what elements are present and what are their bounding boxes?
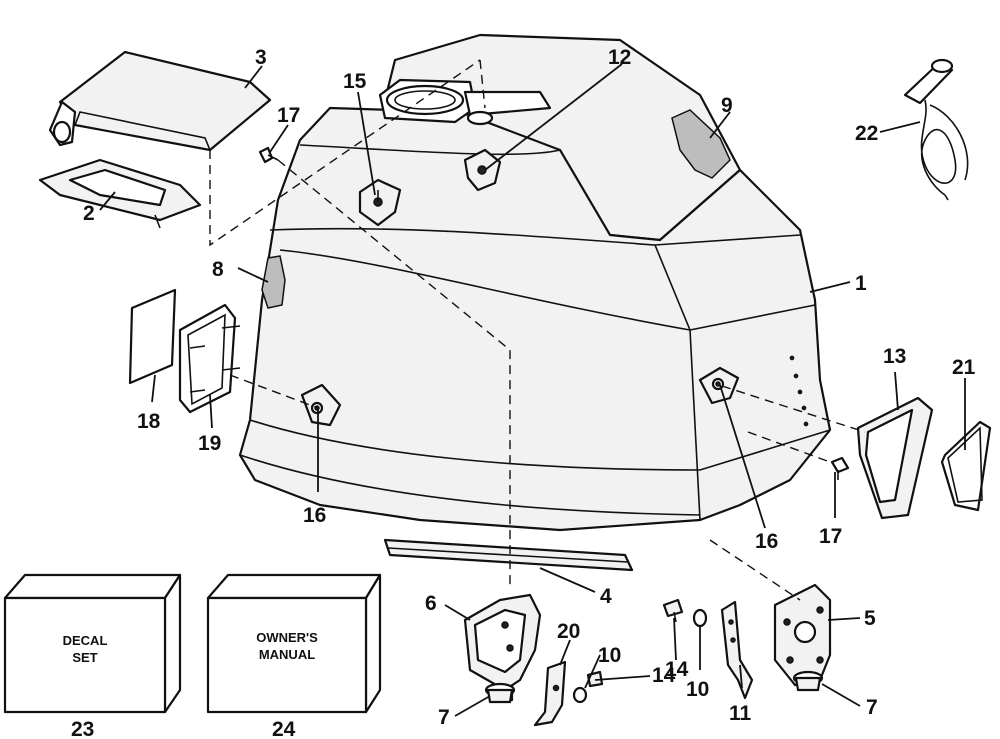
callout-numbers: 1 2 3 4 5 6 7 7 8 9 10 10 11 12 13 14 14… <box>71 46 976 739</box>
callout-19: 19 <box>198 432 221 455</box>
callout-16-right: 16 <box>755 530 778 553</box>
decal-box-line2: SET <box>72 650 97 665</box>
decal-box-line1: DECAL <box>63 633 108 648</box>
mount-bracket-15 <box>358 178 402 227</box>
intake-plate <box>38 158 202 229</box>
callout-14-top: 14 <box>665 658 689 681</box>
callout-4: 4 <box>600 585 612 608</box>
callout-15: 15 <box>343 70 367 93</box>
callout-14-bottom: 14 <box>652 664 676 687</box>
screw-14-top <box>662 598 684 623</box>
callout-23: 23 <box>71 718 94 739</box>
callout-18: 18 <box>137 410 161 433</box>
assembly-lines <box>209 59 866 601</box>
callout-8: 8 <box>212 258 224 281</box>
callout-21: 21 <box>952 356 976 379</box>
callout-16-left: 16 <box>303 504 326 527</box>
primer-cable <box>903 58 969 201</box>
latch-bracket-6 <box>463 593 542 702</box>
screw-17-top <box>258 146 279 164</box>
manual-box-line2: MANUAL <box>259 647 315 662</box>
callout-17-top: 17 <box>277 104 300 127</box>
latch-hook-11 <box>720 600 754 700</box>
frame-plate-13 <box>856 396 934 520</box>
callout-3: 3 <box>255 46 267 69</box>
side-plate-19 <box>178 303 241 414</box>
leader-lines <box>99 63 966 717</box>
mount-bracket-16-left <box>300 383 342 427</box>
washer-10-top <box>692 608 708 628</box>
callout-7-right: 7 <box>866 696 878 719</box>
callout-5: 5 <box>864 607 876 630</box>
foam-pad-8 <box>261 255 286 309</box>
callout-22: 22 <box>855 122 878 145</box>
manual-box-line1: OWNER'S <box>256 630 318 645</box>
callout-11: 11 <box>729 702 752 725</box>
callout-17-right: 17 <box>819 525 842 548</box>
callout-1: 1 <box>855 272 867 295</box>
latch-plate-5 <box>773 583 832 687</box>
callout-12: 12 <box>608 46 631 69</box>
callout-24: 24 <box>272 718 296 739</box>
owners-manual-box: OWNER'S MANUAL <box>206 573 382 714</box>
mount-bracket-12 <box>463 148 502 192</box>
callout-13: 13 <box>883 345 906 368</box>
callout-6: 6 <box>425 592 437 615</box>
seal-strip-4 <box>383 538 634 572</box>
callout-7-left: 7 <box>438 706 450 729</box>
foam-pad-9 <box>671 109 731 179</box>
screw-17-right <box>830 456 850 480</box>
hook-20 <box>533 660 567 727</box>
callout-10-top: 10 <box>686 678 709 701</box>
callout-20: 20 <box>557 620 580 643</box>
callout-10-bottom: 10 <box>598 644 621 667</box>
decal-sheet-18 <box>128 288 177 385</box>
decal-set-box: DECAL SET <box>3 573 182 714</box>
mount-bracket-16-right <box>698 366 740 405</box>
callout-9: 9 <box>721 94 733 117</box>
bolt-7-right <box>792 670 824 692</box>
washer-10-bottom <box>572 686 588 704</box>
intake-cover-lid <box>48 50 272 152</box>
bolt-7-left <box>484 682 516 704</box>
callout-2: 2 <box>83 202 95 225</box>
